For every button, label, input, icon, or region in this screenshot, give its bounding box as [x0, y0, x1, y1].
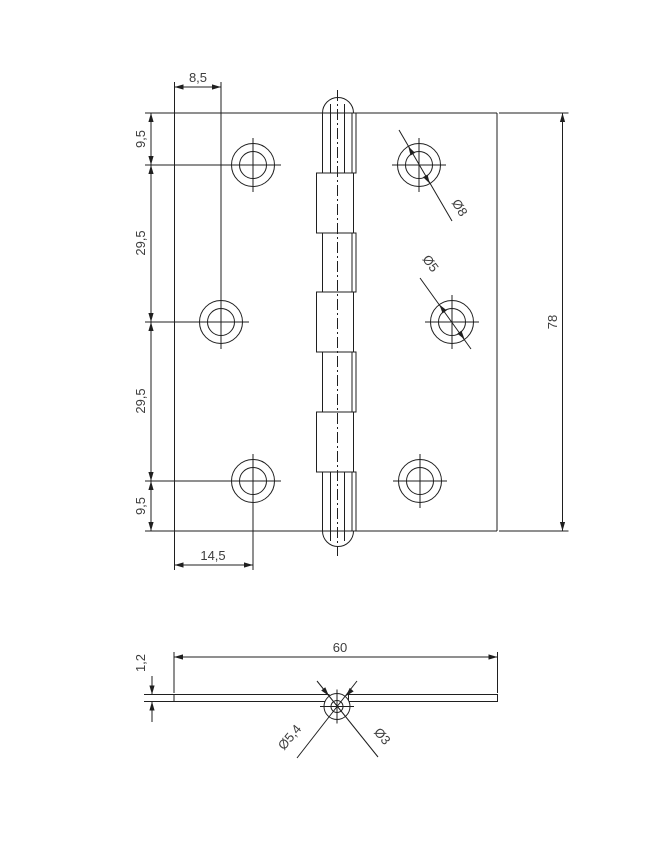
leader-dia-pin: Ø3 [316, 680, 394, 758]
dia-barrel-label: Ø5,4 [275, 721, 305, 752]
leaf-right-profile [348, 694, 498, 702]
knuckle-segments [316, 112, 357, 532]
dim-chain-label-1: 9,5 [133, 130, 148, 148]
pin-bore-lines [330, 104, 345, 541]
dim-top-offset: 8,5 [174, 70, 222, 349]
screw-hole-left-bottom [231, 454, 275, 570]
leader-dia-hole: Ø5 [419, 252, 472, 350]
dim-bottom-offset: 14,5 [174, 531, 253, 570]
side-view: 60 1,2 Ø5,4 Ø3 [133, 640, 498, 759]
dim-bottom-offset-label: 14,5 [200, 548, 225, 563]
dim-thickness-label: 1,2 [133, 654, 148, 672]
dia-pin-label: Ø3 [371, 725, 394, 748]
dim-thickness: 1,2 [133, 654, 174, 722]
screw-holes [199, 138, 479, 570]
dim-width: 60 [173, 640, 498, 693]
screw-hole-right-top [392, 138, 446, 192]
screw-hole-right-bottom [393, 454, 447, 508]
dim-width-label: 60 [333, 640, 347, 655]
dim-chain-left: 9,5 29,5 29,5 9,5 [133, 112, 281, 532]
dim-chain-label-3: 29,5 [133, 388, 148, 413]
dim-chain-label-4: 9,5 [133, 497, 148, 515]
dia-countersink-label: Ø8 [449, 196, 471, 219]
dim-chain-label-2: 29,5 [133, 230, 148, 255]
dim-height-label: 78 [545, 315, 560, 329]
leaf-left-profile [173, 694, 330, 702]
top-view: 8,5 9,5 29,5 29,5 9,5 78 [133, 70, 569, 570]
dim-top-offset-label: 8,5 [189, 70, 207, 85]
hinge-pin-barrel [316, 90, 357, 556]
dim-height: 78 [499, 112, 569, 532]
leader-dia-barrel: Ø5,4 [275, 680, 358, 759]
dia-hole-label: Ø5 [419, 252, 441, 275]
